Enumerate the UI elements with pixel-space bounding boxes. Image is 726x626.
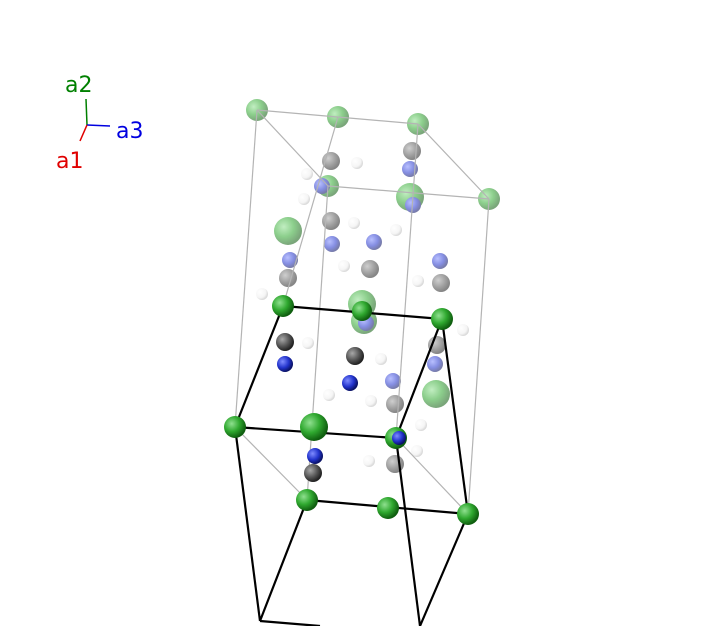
cell-edge	[233, 426, 262, 622]
nitrogen-atom	[366, 234, 382, 250]
cell-edge	[467, 198, 490, 515]
cell-edge	[394, 437, 422, 626]
nitrogen-atom	[314, 178, 330, 194]
hydrogen-atom	[411, 445, 423, 457]
cell-edge	[418, 513, 470, 626]
cell-edge	[440, 318, 470, 515]
cell-edge	[282, 116, 339, 307]
chlorine-atom	[422, 380, 450, 408]
carbon-atom	[432, 274, 450, 292]
cell-edge	[394, 318, 444, 439]
carbon-atom	[403, 142, 421, 160]
hydrogen-atom	[365, 395, 377, 407]
chlorine-atom	[272, 295, 294, 317]
hydrogen-atom	[412, 275, 424, 287]
carbon-atom	[386, 395, 404, 413]
carbon-atom	[428, 336, 446, 354]
chlorine-atom	[224, 416, 246, 438]
a2-axis-line	[85, 98, 88, 126]
carbon-atom	[346, 347, 364, 365]
hydrogen-atom	[363, 455, 375, 467]
chlorine-atom	[274, 217, 302, 245]
nitrogen-atom	[307, 448, 323, 464]
cell-edge	[417, 123, 490, 200]
a3-axis-line	[86, 124, 111, 127]
hydrogen-atom	[338, 260, 350, 272]
hydrogen-atom	[301, 168, 313, 180]
hydrogen-atom	[348, 217, 360, 229]
chlorine-atom	[431, 308, 453, 330]
nitrogen-atom	[277, 356, 293, 372]
back-atoms-layer	[246, 99, 500, 473]
chlorine-atom	[296, 489, 318, 511]
carbon-atom	[386, 455, 404, 473]
hydrogen-atom	[457, 324, 469, 336]
cell-edge	[306, 185, 329, 501]
nitrogen-atom	[392, 431, 406, 445]
nitrogen-atom	[282, 252, 298, 268]
unit-cell-back-edges	[234, 109, 490, 515]
nitrogen-atom	[432, 253, 448, 269]
chlorine-atom	[457, 503, 479, 525]
cell-edge	[233, 305, 285, 428]
nitrogen-atom	[385, 373, 401, 389]
chlorine-atom	[300, 413, 328, 441]
cell-edge	[259, 619, 321, 626]
cell-edge	[234, 426, 308, 501]
nitrogen-atom	[427, 356, 443, 372]
carbon-atom	[279, 269, 297, 287]
cell-edge	[395, 437, 469, 515]
a2-axis-label: a2	[65, 73, 92, 98]
hydrogen-atom	[415, 419, 427, 431]
cell-edge	[327, 185, 490, 200]
hydrogen-atom	[323, 389, 335, 401]
chlorine-atom	[352, 301, 372, 321]
cell-edge	[234, 109, 258, 428]
chlorine-atom	[377, 497, 399, 519]
cell-edge	[256, 109, 329, 187]
a3-axis-label: a3	[116, 119, 143, 144]
front-atoms-layer	[224, 295, 479, 525]
hydrogen-atom	[375, 353, 387, 365]
hydrogen-atom	[390, 224, 402, 236]
axis-indicator: a2 a3 a1	[56, 73, 143, 174]
cell-edge	[258, 499, 309, 622]
nitrogen-atom	[405, 197, 421, 213]
nitrogen-atom	[324, 236, 340, 252]
carbon-atom	[304, 464, 322, 482]
carbon-atom	[361, 260, 379, 278]
carbon-atom	[276, 333, 294, 351]
nitrogen-atom	[342, 375, 358, 391]
hydrogen-atom	[298, 193, 310, 205]
hydrogen-atom	[351, 157, 363, 169]
a1-axis-label: a1	[56, 149, 83, 174]
cell-edge	[395, 123, 419, 439]
a1-axis-line	[79, 124, 88, 142]
hydrogen-atom	[256, 288, 268, 300]
hydrogen-atom	[302, 337, 314, 349]
